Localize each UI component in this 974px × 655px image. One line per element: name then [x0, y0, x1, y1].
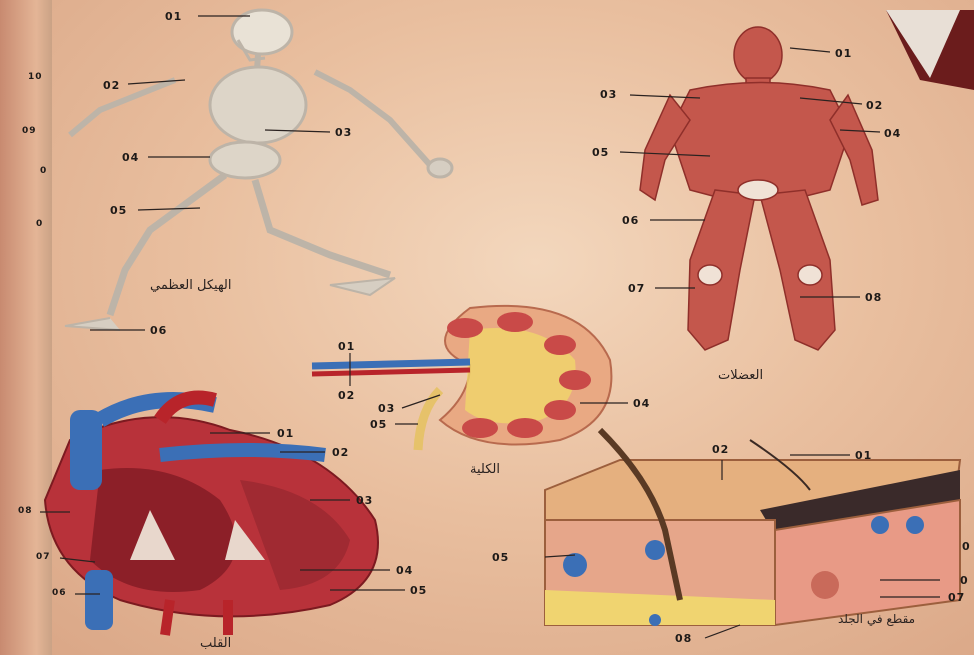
edge-label-b: 0 [36, 219, 43, 229]
muscle-label-06: 06 [622, 214, 639, 227]
kidney-label-02: 02 [338, 389, 355, 402]
skeleton-label-06: 06 [150, 324, 167, 337]
kidney-caption: الكلية [470, 462, 500, 477]
muscle-label-04: 04 [884, 127, 901, 140]
skeleton-label-04: 04 [122, 151, 139, 164]
skin-label-05: 05 [492, 551, 509, 564]
heart-label-03: 03 [356, 494, 373, 507]
skeleton-label-01: 01 [165, 10, 182, 23]
edge-label-10: 10 [28, 72, 43, 82]
skeleton-label-05: 05 [110, 204, 127, 217]
kidney-label-01: 01 [338, 340, 355, 353]
heart-label-01: 01 [277, 427, 294, 440]
heart-label-07: 07 [36, 552, 51, 562]
heart-label-02: 02 [332, 446, 349, 459]
heart-label-04: 04 [396, 564, 413, 577]
skeleton-label-03: 03 [335, 126, 352, 139]
muscle-figure [640, 27, 878, 350]
kidney-label-05: 05 [370, 418, 387, 431]
muscles-caption: العضلات [718, 368, 763, 383]
skeleton-figure [65, 10, 452, 330]
edge-label-09: 09 [22, 126, 37, 136]
skin-label-08: 08 [675, 632, 692, 645]
heart-label-06: 06 [52, 588, 67, 598]
kidney-label-03: 03 [378, 402, 395, 415]
edge-label-a: 0 [40, 166, 47, 176]
skin-caption: مقطع في الجلد [838, 612, 915, 626]
skin-label-edge-b: 0 [960, 574, 969, 587]
skin-label-02: 02 [712, 443, 729, 456]
muscle-label-08: 08 [865, 291, 882, 304]
kidney-label-04: 04 [633, 397, 650, 410]
muscle-label-02: 02 [866, 99, 883, 112]
skin-label-01: 01 [855, 449, 872, 462]
heart-label-05: 05 [410, 584, 427, 597]
muscle-label-07: 07 [628, 282, 645, 295]
muscle-label-03: 03 [600, 88, 617, 101]
skin-label-edge-a: 0 [962, 540, 971, 553]
skeleton-label-02: 02 [103, 79, 120, 92]
skeleton-caption: الهيكل العظمي [150, 278, 232, 293]
muscle-label-05: 05 [592, 146, 609, 159]
heart-caption: القلب [200, 636, 231, 651]
muscle-label-01: 01 [835, 47, 852, 60]
skin-label-07: 07 [948, 591, 965, 604]
heart-label-08: 08 [18, 506, 33, 516]
kidney-figure [312, 306, 611, 450]
